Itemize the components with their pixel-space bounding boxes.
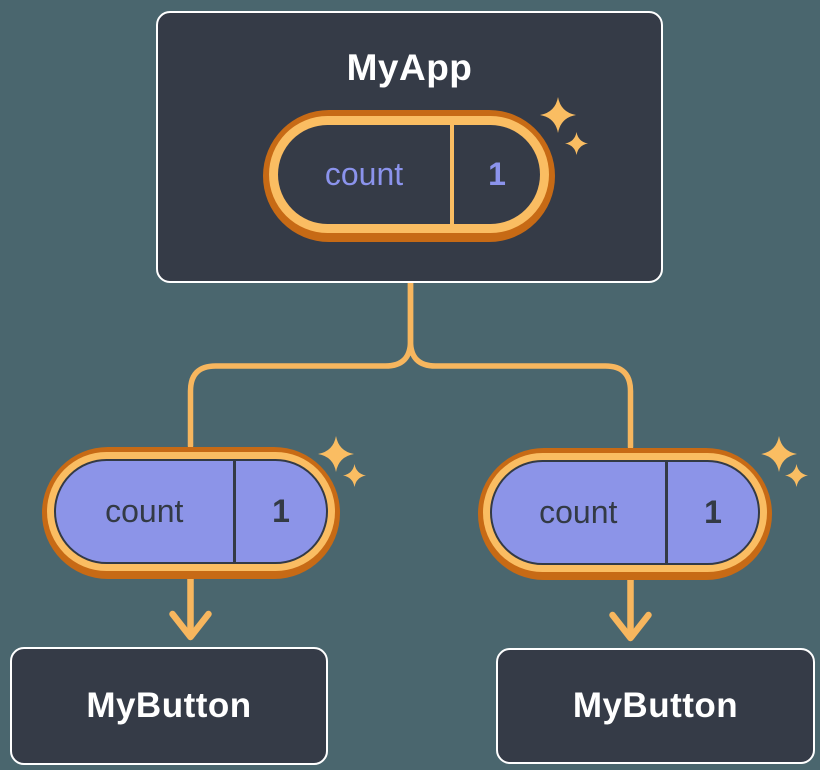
prop-pill-divider — [232, 461, 236, 562]
prop-pill-left: count 1 — [42, 447, 340, 579]
state-pill-myapp: count 1 — [263, 110, 555, 242]
prop-value: 1 — [704, 494, 722, 530]
sparkle-icon — [785, 464, 808, 487]
state-value: 1 — [488, 156, 506, 192]
arrow-down-left-icon — [169, 575, 212, 641]
sparkle-icon — [761, 436, 797, 472]
prop-name: count — [539, 494, 618, 530]
sparkle-icon — [565, 132, 588, 155]
node-mybutton-left-title: MyButton — [86, 686, 252, 725]
prop-pill-content: count 1 — [490, 460, 760, 565]
node-mybutton-left: MyButton — [10, 647, 328, 765]
node-mybutton-right-title: MyButton — [572, 686, 739, 725]
arrow-down-right-icon — [609, 576, 652, 642]
prop-pill-divider — [664, 462, 668, 563]
prop-pill-ring: count 1 — [483, 453, 767, 572]
prop-value: 1 — [272, 493, 290, 529]
state-pill-divider — [450, 125, 454, 224]
node-mybutton-right: MyButton — [496, 648, 815, 764]
sparkle-icon — [540, 97, 576, 133]
prop-pill-ring: count 1 — [47, 452, 335, 571]
state-pill-content: count 1 — [278, 125, 540, 224]
state-name: count — [324, 156, 404, 192]
prop-name: count — [105, 493, 184, 529]
prop-pill-right: count 1 — [478, 448, 772, 580]
connector-left-branch — [187, 280, 414, 449]
prop-pill-content: count 1 — [54, 459, 328, 564]
node-myapp-title: MyApp — [346, 47, 473, 88]
sparkle-icon — [343, 464, 366, 487]
state-pill-ring: count 1 — [269, 116, 549, 233]
connector-right-branch — [407, 280, 634, 450]
sparkle-icon — [318, 436, 354, 472]
